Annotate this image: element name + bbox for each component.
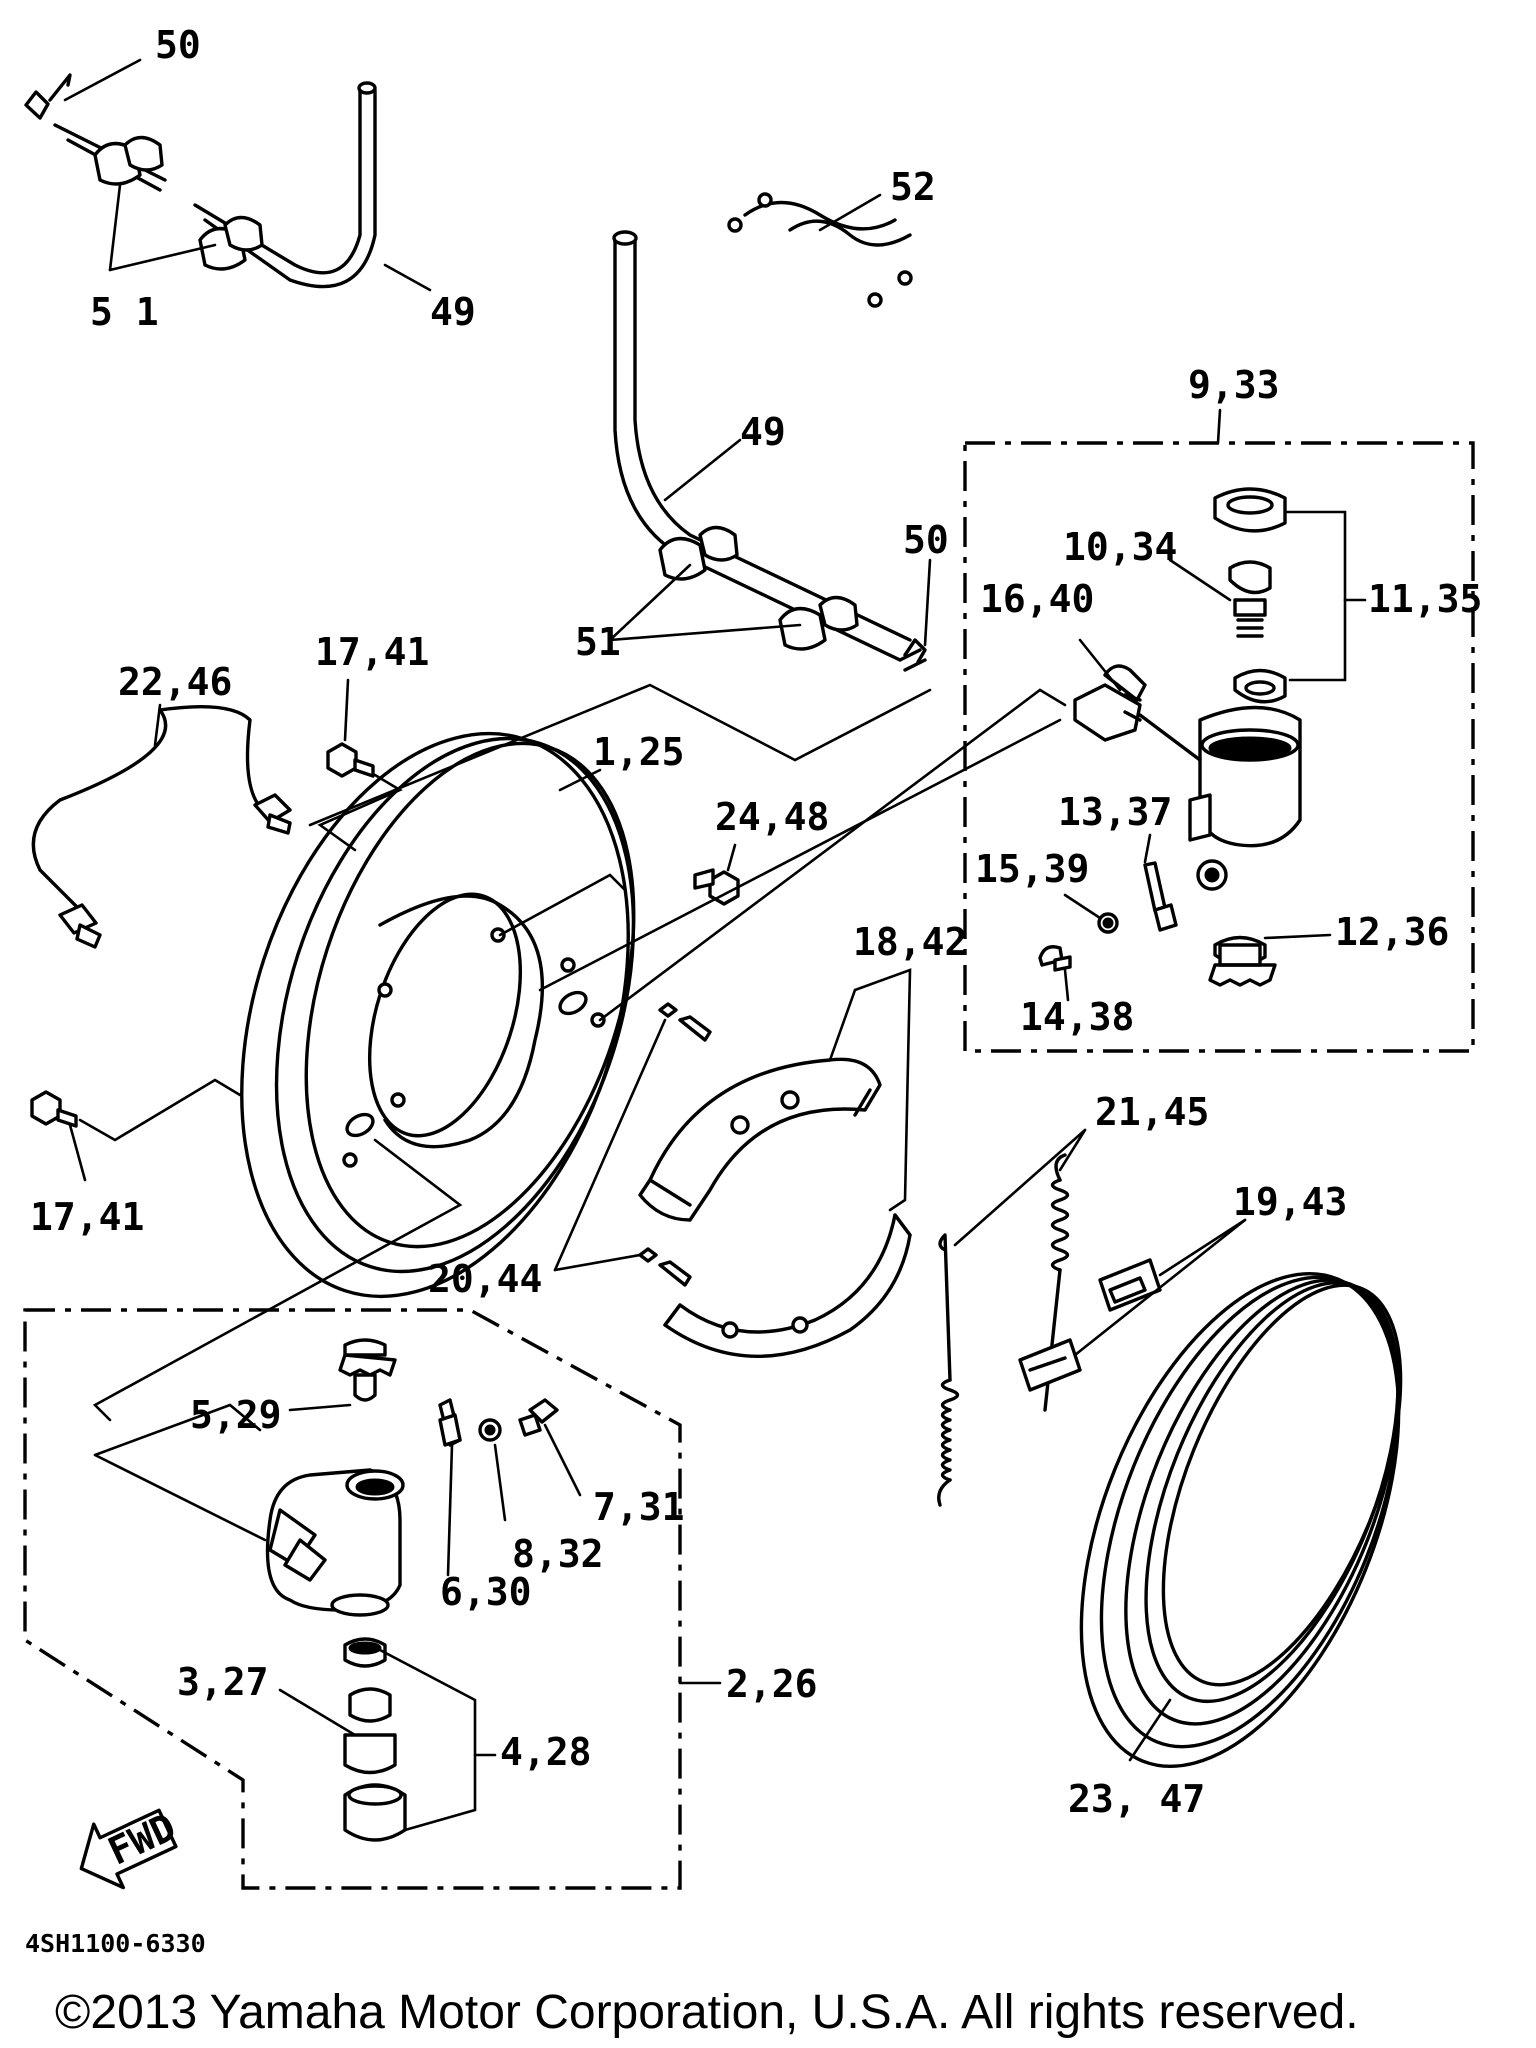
callout-21-45: 21,45 (1095, 1090, 1209, 1134)
callout-51-top: 5 1 (90, 290, 159, 334)
callout-11-35: 11,35 (1368, 577, 1482, 621)
callout-49-center: 49 (740, 410, 786, 454)
callout-18-42: 18,42 (853, 920, 967, 964)
callout-4-28: 4,28 (500, 1730, 592, 1774)
callout-50-top: 50 (155, 23, 201, 67)
callout-15-39: 15,39 (975, 847, 1089, 891)
brake-drum (1079, 1271, 1403, 1769)
callout-10-34: 10,34 (1063, 525, 1177, 569)
callout-50-center: 50 (903, 518, 949, 562)
projection-lines-backing-plate (92, 683, 1067, 1422)
brake-hose-top-left (24, 73, 377, 289)
callout-8-32: 8,32 (512, 1532, 604, 1576)
wheel-cylinder-upper-parts (1038, 487, 1367, 1002)
pins-20-44 (553, 1002, 712, 1287)
callout-3-27: 3,27 (177, 1660, 269, 1704)
callout-2-26: 2,26 (726, 1662, 818, 1706)
callout-24-48: 24,48 (715, 795, 829, 839)
callout-9-33: 9,33 (1188, 363, 1280, 407)
callout-19-43: 19,43 (1233, 1180, 1347, 1224)
brake-hose-center (608, 230, 932, 672)
callout-52: 52 (890, 165, 936, 209)
brake-hose-22-46 (31, 703, 292, 949)
fwd-arrow-icon (79, 1808, 178, 1890)
callout-7-31: 7,31 (593, 1485, 685, 1529)
leader-lines-top-left (63, 58, 432, 292)
callout-12-36: 12,36 (1335, 910, 1449, 954)
bolt-17-41-lower (30, 1078, 242, 1182)
brake-backing-plate (240, 731, 636, 1299)
gasket-52 (727, 192, 913, 308)
anti-rattle-springs (1018, 1218, 1247, 1392)
callout-14-38: 14,38 (1020, 995, 1134, 1039)
callout-labels: 50 5 1 49 52 49 50 51 9,33 10,34 11,35 1… (30, 23, 1482, 1821)
wheel-cylinder-lower-parts (93, 1338, 582, 1842)
wheel-cylinder-box-upper (963, 408, 1475, 1053)
callout-17-41-lower: 17,41 (30, 1195, 144, 1239)
callout-13-37: 13,37 (1058, 790, 1172, 834)
callout-17-41-upper: 17,41 (315, 630, 429, 674)
callout-1-25: 1,25 (593, 730, 685, 774)
callout-23-47: 23, 47 (1068, 1777, 1205, 1821)
callout-51-center: 51 (575, 620, 621, 664)
callout-16-40: 16,40 (980, 577, 1094, 621)
callout-20-44: 20,44 (428, 1257, 542, 1301)
callout-6-30: 6,30 (440, 1570, 532, 1614)
bolt-24-48 (693, 843, 740, 906)
callout-5-29: 5,29 (190, 1393, 282, 1437)
return-springs (937, 1128, 1087, 1507)
wheel-cylinder-box-lower (23, 1308, 722, 1890)
brake-shoes (638, 968, 912, 1358)
callout-49-top: 49 (430, 290, 476, 334)
copyright-notice: ©2013 Yamaha Motor Corporation, U.S.A. A… (55, 1986, 1359, 2039)
diagram-code: 4SH1100-6330 (25, 1929, 206, 1958)
bolt-17-41-upper (317, 678, 403, 852)
callout-22-46: 22,46 (118, 660, 232, 704)
